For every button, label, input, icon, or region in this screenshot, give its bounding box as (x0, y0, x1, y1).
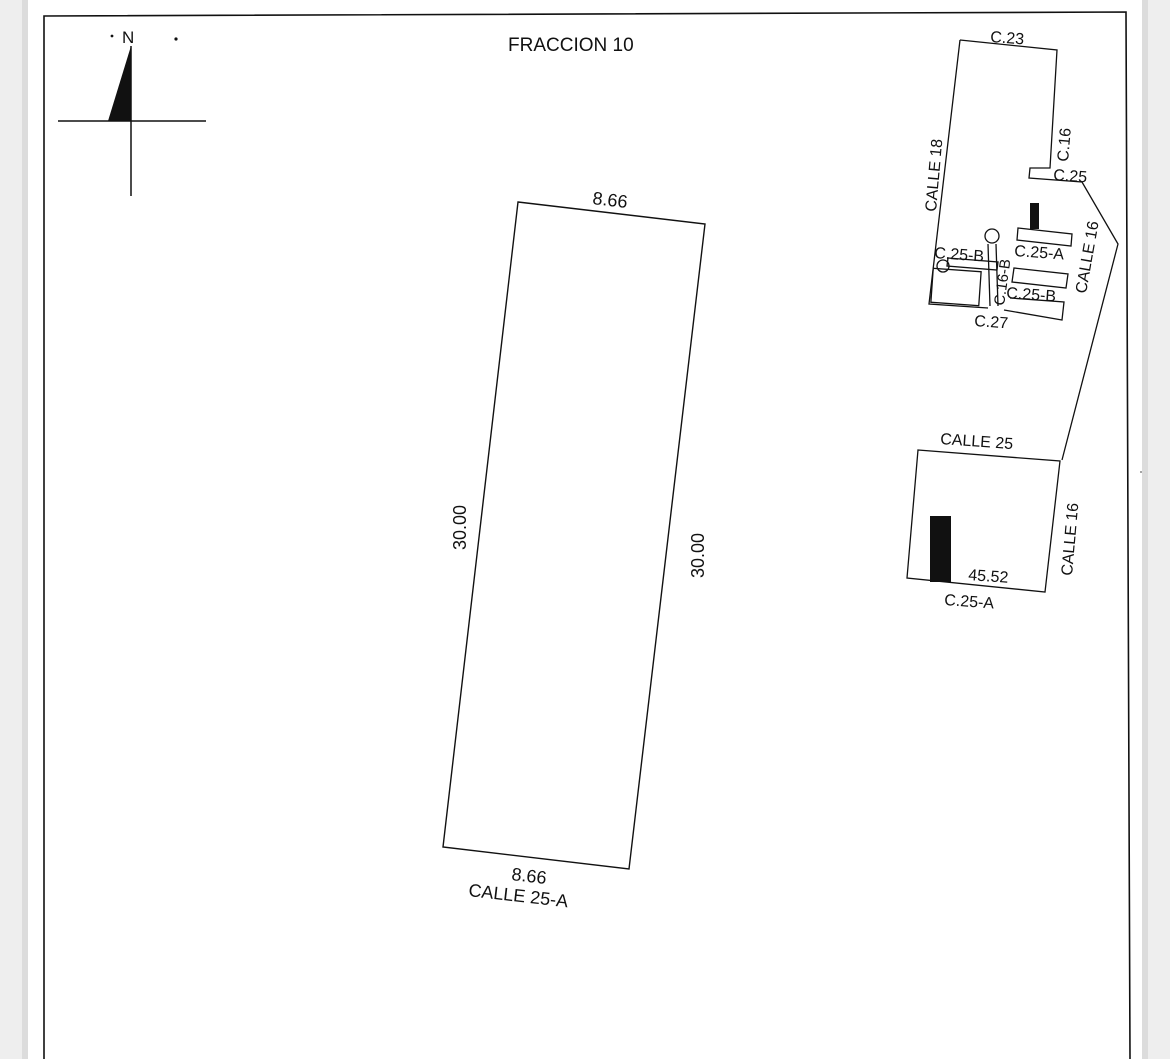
label-c16-upper: C.16 (1055, 127, 1075, 162)
north-arrow-icon (58, 34, 206, 196)
paper-page (28, 0, 1142, 1059)
lot-bottom-dimension: 8.66 (511, 864, 548, 888)
lot-left-dimension: 30.00 (450, 505, 470, 550)
drawing-frame (43, 11, 1131, 1059)
label-c25: C.25 (1053, 167, 1088, 186)
label-c25a-upper: C.25-A (1014, 243, 1065, 263)
lot-boundary (442, 201, 706, 870)
location-map-upper-block (928, 39, 1119, 461)
location-marker-large (930, 516, 951, 582)
label-c23: C.23 (990, 29, 1025, 48)
lot-right-dimension: 30.00 (688, 533, 708, 578)
label-c25b-left: C.25-B (934, 245, 985, 265)
location-map-lower-block (906, 449, 1061, 593)
paper-shadow-right (1142, 0, 1148, 1059)
label-calle25: CALLE 25 (940, 431, 1014, 453)
label-calle18: CALLE 18 (923, 138, 946, 212)
label-dimension-4552: 45.52 (968, 567, 1009, 587)
scan-speck (1140, 471, 1142, 473)
lot-top-dimension: 8.66 (592, 188, 629, 212)
label-c27: C.27 (974, 313, 1009, 332)
plan-title: FRACCION 10 (508, 35, 634, 56)
label-c25b-right: C.25-B (1006, 285, 1057, 305)
label-calle16-lower: CALLE 16 (1059, 502, 1082, 576)
north-label: N (122, 28, 134, 47)
label-c25a-lower: C.25-A (944, 592, 995, 612)
label-c16b: C.16-B (991, 258, 1014, 307)
paper-shadow-left (22, 0, 28, 1059)
location-marker-small (1030, 203, 1039, 229)
